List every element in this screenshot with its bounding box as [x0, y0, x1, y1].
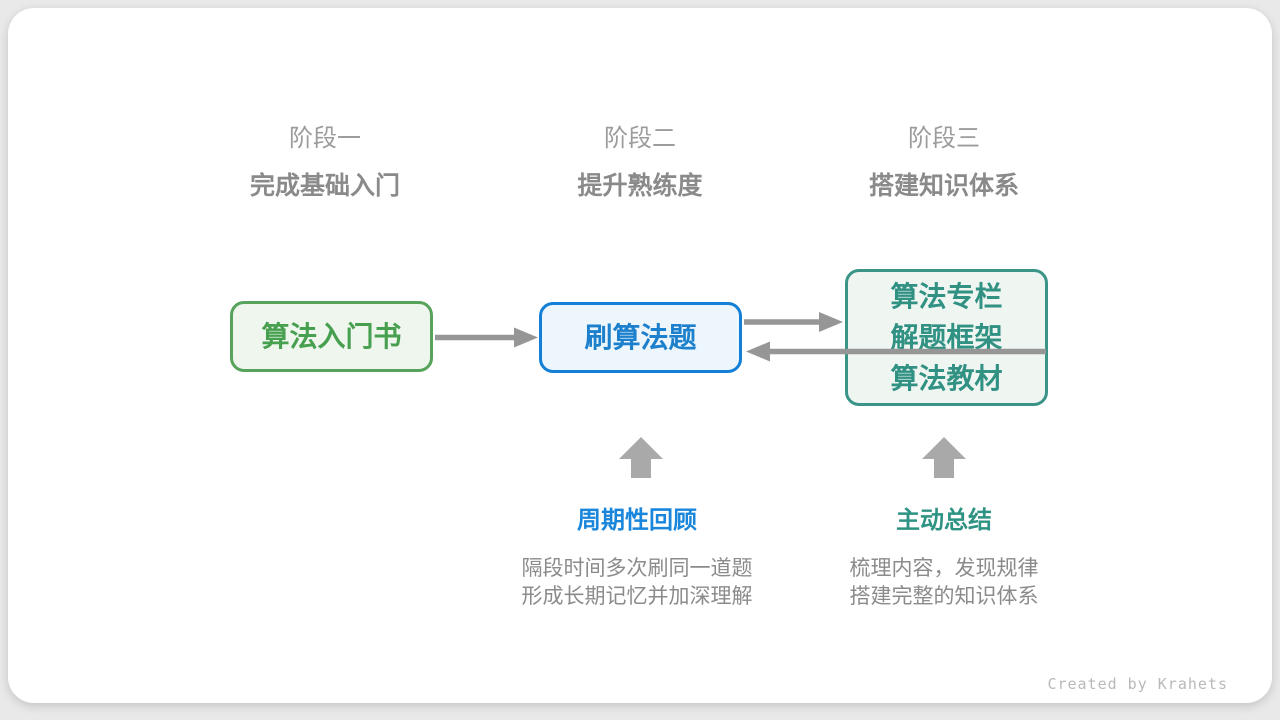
node-knowledge-sources: 算法专栏 解题框架 算法教材 — [845, 269, 1048, 406]
node-knowledge-line-2: 解题框架 — [890, 322, 1003, 353]
stage-2-label: 阶段二 — [604, 125, 676, 152]
annotation-active-summary: 主动总结 梳理内容，发现规律 搭建完整的知识体系 — [774, 506, 1114, 611]
periodic-review-desc: 隔段时间多次刷同一道题 形成长期记忆并加深理解 — [467, 555, 807, 611]
stage-1-label: 阶段一 — [289, 125, 361, 152]
stage-1-subtitle: 完成基础入门 — [249, 172, 400, 200]
periodic-review-title: 周期性回顾 — [577, 507, 697, 534]
stage-2-header: 阶段二 提升熟练度 — [490, 124, 790, 201]
stage-3-subtitle: 搭建知识体系 — [868, 172, 1019, 200]
node-intro-book: 算法入门书 — [230, 301, 433, 372]
stage-1-header: 阶段一 完成基础入门 — [175, 124, 475, 201]
periodic-review-desc-line-2: 形成长期记忆并加深理解 — [521, 585, 753, 608]
credit-text: Created by Krahets — [1047, 675, 1228, 693]
active-summary-title: 主动总结 — [896, 507, 992, 534]
node-intro-book-label: 算法入门书 — [261, 321, 402, 352]
stage-3-header: 阶段三 搭建知识体系 — [794, 124, 1094, 201]
active-summary-desc: 梳理内容，发现规律 搭建完整的知识体系 — [774, 555, 1114, 611]
active-summary-desc-line-1: 梳理内容，发现规律 — [849, 557, 1039, 580]
node-knowledge-line-1: 算法专栏 — [890, 281, 1003, 312]
arrow-intro-to-practice — [435, 327, 538, 348]
block-arrow-up-review — [619, 437, 663, 478]
periodic-review-desc-line-1: 隔段时间多次刷同一道题 — [521, 557, 753, 580]
active-summary-desc-line-2: 搭建完整的知识体系 — [849, 585, 1039, 608]
node-practice-problems: 刷算法题 — [539, 302, 742, 373]
arrow-practice-to-knowledge — [744, 312, 843, 332]
stage-2-subtitle: 提升熟练度 — [577, 172, 703, 200]
arrow-knowledge-to-practice — [746, 341, 1046, 362]
node-practice-problems-label: 刷算法题 — [584, 322, 697, 353]
annotation-periodic-review: 周期性回顾 隔段时间多次刷同一道题 形成长期记忆并加深理解 — [467, 506, 807, 611]
node-knowledge-line-3: 算法教材 — [890, 363, 1003, 394]
block-arrow-up-summary — [922, 437, 966, 478]
stage-3-label: 阶段三 — [908, 125, 980, 152]
